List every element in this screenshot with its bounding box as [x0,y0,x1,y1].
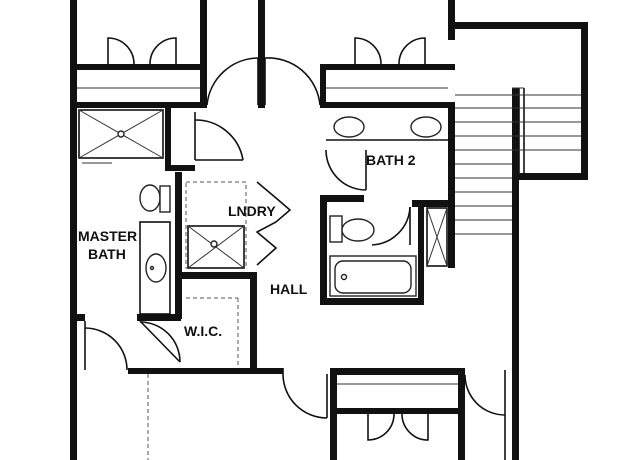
wall-closet-left-front [77,64,207,70]
bath2-toilet-tank [329,215,343,243]
wall-left-outer [70,0,77,460]
master-sink [145,253,167,283]
door-closet-left-a [107,37,135,65]
door-hall-top-right [264,57,321,106]
wall-closet-bottom-right [458,368,465,460]
bath2-shower [426,207,448,267]
wall-stair-bottom [512,173,588,180]
wall-closet-bottom-front [337,408,458,414]
door-closet-right-a [354,37,382,65]
wall-shower2-left [418,200,424,305]
staircase [455,87,581,235]
wall-laundry-left [175,172,182,280]
wall-master-toilet-top [165,165,195,171]
bath2-toilet-bowl [341,218,375,242]
wall-bath2-bottom [320,298,424,305]
bath2-sink-right [410,116,442,138]
door-hall-bottom-right [464,374,506,416]
door-bath2 [325,149,367,191]
door-closet-right-b [398,37,426,65]
wall-bath2-divider [320,195,364,202]
master-shower-drain [117,130,125,138]
label-bath-2: BATH 2 [366,152,416,168]
wall-closet-right-side [320,64,326,108]
thin-lines [77,87,506,460]
wall-wic-left [175,279,182,319]
wall-shower2-top [412,200,455,207]
wall-wic-right [250,272,257,372]
bath2-sink-left [333,116,365,138]
door-hall-top-left [206,57,259,106]
wall-bath2-right [448,102,455,268]
master-toilet-bowl [139,184,161,212]
wall-master-shower-right [165,108,171,170]
door-hall-bottom-left [282,373,328,419]
door-wic [139,321,181,363]
door-master-bottom [84,327,128,371]
wall-stair-right [581,22,588,180]
wall-stair-top [448,22,588,29]
master-toilet-tank [159,185,171,213]
label-hall: HALL [270,281,308,297]
fixtures [78,109,448,297]
door-closet-bottom-b [401,413,429,441]
wall-bath2-top [320,102,455,108]
door-shower2 [371,206,411,246]
wall-closet-bottom-top [330,368,465,375]
door-closet-left-b [149,37,177,65]
wall-closet-right-back [448,0,455,40]
door-master-wc [194,119,244,161]
walls [70,0,588,460]
laundry-washer [187,225,245,269]
wall-bath2-left [320,195,327,305]
label-laundry: LNDRY [228,203,276,219]
doors [84,37,506,441]
wall-center-stub [258,0,265,108]
wall-wic-left-stub [137,314,181,321]
room-labels: MASTER BATH BATH 2 LNDRY HALL W.I.C. [78,152,416,339]
label-master-bath-line2: BATH [88,246,126,262]
wall-laundry-bottom [175,272,255,279]
wall-master-bottom-stub [77,314,85,321]
wall-closet-bottom-left [330,368,337,460]
wall-right-outer [512,88,519,460]
label-wic: W.I.C. [184,323,222,339]
label-master-bath-line1: MASTER [78,228,137,244]
wall-bedroom-top [128,368,283,374]
master-shower [78,109,164,159]
door-laundry-bifold [255,181,292,266]
wall-master-top [77,102,207,108]
wall-closet-right-front [320,64,455,70]
wall-closet-left-side [200,0,207,108]
door-closet-bottom-a [367,413,395,441]
